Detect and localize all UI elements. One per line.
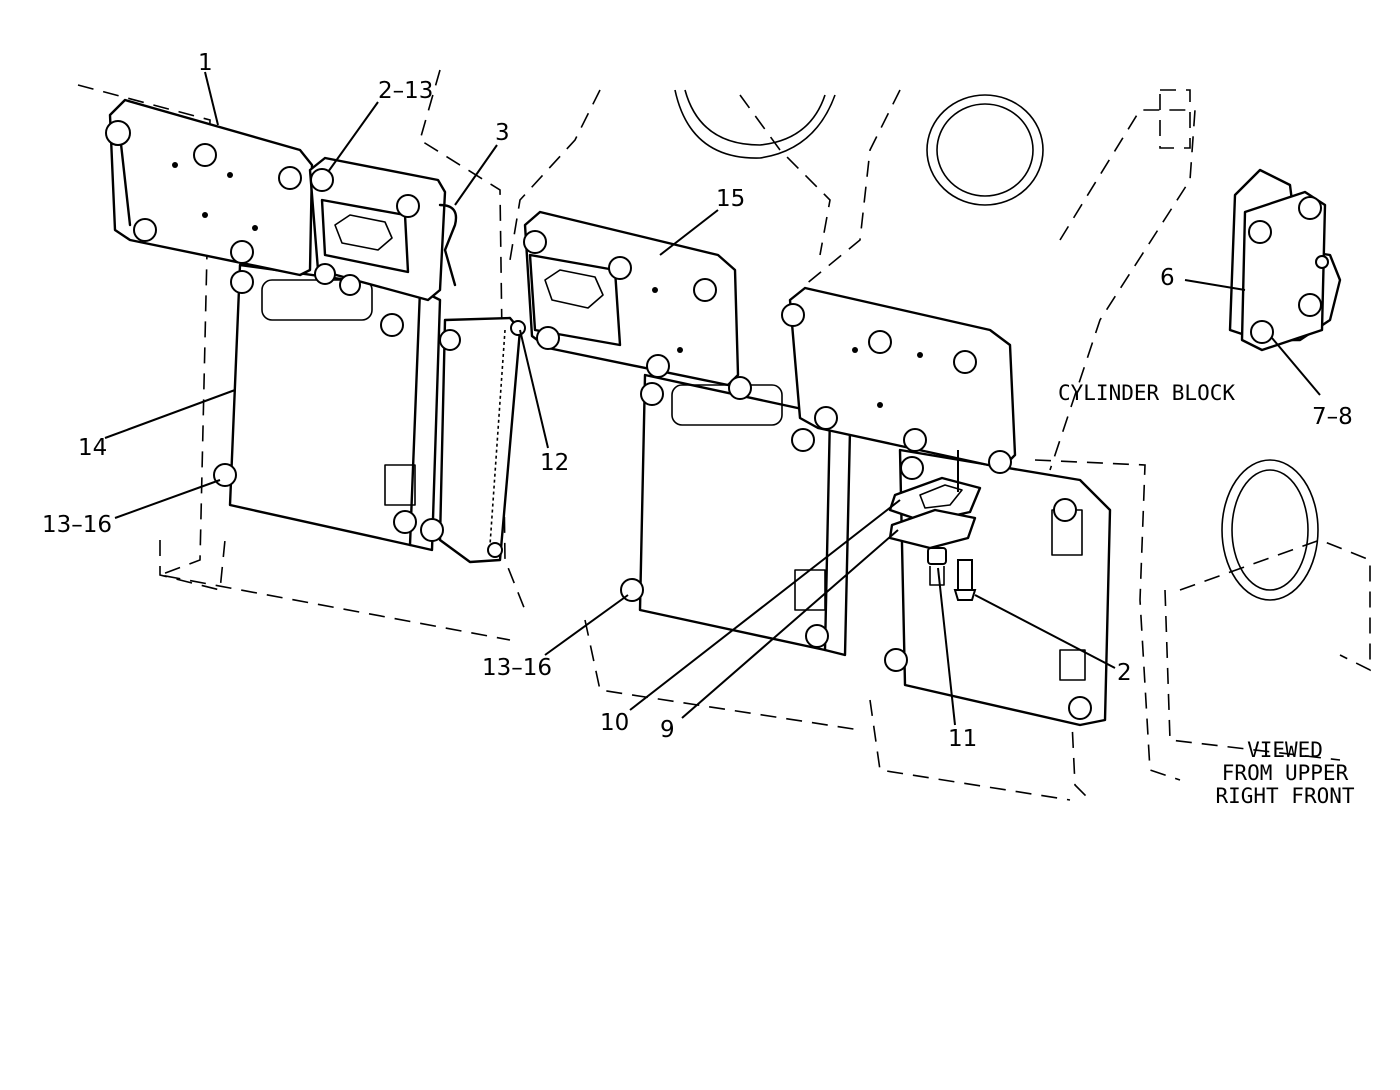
callout-15: 15: [716, 186, 745, 212]
left-cover-assembly: [105, 98, 526, 564]
callout-11: 11: [948, 726, 977, 752]
callout-2-13: 2–13: [378, 78, 433, 104]
cylinder-block-outline: [77, 69, 1371, 801]
callout-7-8: 7–8: [1312, 404, 1353, 430]
view-note-line-2: FROM UPPER: [1222, 761, 1349, 785]
middle-cover-assembly: [523, 210, 852, 657]
callout-13-16-left: 13–16: [42, 512, 112, 538]
callout-6: 6: [1160, 265, 1175, 291]
small-cover-assembly: [1228, 168, 1342, 352]
callout-10: 10: [600, 710, 629, 736]
callout-14: 14: [78, 435, 107, 461]
view-note-line-3: RIGHT FRONT: [1215, 784, 1354, 808]
callout-3: 3: [495, 120, 510, 146]
callout-13-16-middle: 13–16: [482, 655, 552, 681]
callout-2: 2: [1117, 660, 1132, 686]
callout-12: 12: [540, 450, 569, 476]
cylinder-block-label: CYLINDER BLOCK: [1058, 381, 1235, 405]
right-cover-assembly: [781, 286, 1112, 727]
view-note-line-1: VIEWED: [1247, 738, 1323, 762]
cylinder-bores: [674, 89, 1319, 601]
leader-lines: [104, 71, 1321, 726]
callout-9: 9: [660, 717, 675, 743]
callout-1: 1: [198, 50, 213, 76]
